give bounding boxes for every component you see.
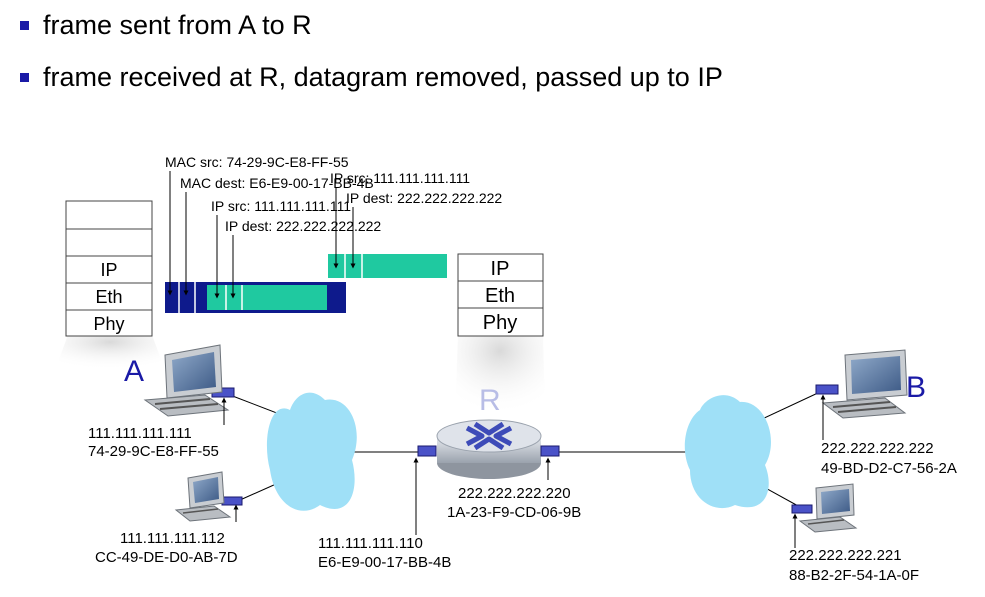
subnet-cloud-left xyxy=(266,392,357,511)
interface-b2 xyxy=(791,504,813,514)
computer-b2-icon xyxy=(798,483,858,533)
stack-a-layer-phy: Phy xyxy=(93,314,124,334)
bullet-marker-icon xyxy=(20,73,29,82)
stack-r-shadow xyxy=(455,335,545,415)
host-b-mac: 49-BD-D2-C7-56-2A xyxy=(821,460,957,477)
stack-r-layer-phy: Phy xyxy=(483,312,517,334)
datagram-ip-dest-label: IP dest: 222.222.222.222 xyxy=(346,190,502,206)
bullet-2: frame received at R, datagram removed, p… xyxy=(20,62,723,93)
frame-ip-dest-label: IP dest: 222.222.222.222 xyxy=(225,218,381,234)
host-b2-mac: 88-B2-2F-54-1A-0F xyxy=(789,567,919,584)
host-a-mac: 74-29-9C-E8-FF-55 xyxy=(88,443,219,460)
ethernet-frame xyxy=(165,282,346,313)
bullet-1: frame sent from A to R xyxy=(20,10,312,41)
computer-b-icon xyxy=(821,349,908,419)
bullet-text: frame sent from A to R xyxy=(43,10,312,40)
host-b-label: B xyxy=(906,371,926,404)
host-a2-mac: CC-49-DE-D0-AB-7D xyxy=(95,549,238,566)
router-icon xyxy=(436,419,542,479)
interface-b xyxy=(815,384,839,395)
host-b2-ip: 222.222.222.221 xyxy=(789,547,902,564)
computer-a-icon xyxy=(143,344,230,417)
datagram-ip-src-label: IP src: 111.111.111.111 xyxy=(330,170,470,186)
interface-r-right xyxy=(540,445,560,457)
interface-a2 xyxy=(221,496,243,506)
host-a-ip: 111.111.111.111 xyxy=(88,425,192,442)
frame-mac-src-label: MAC src: 74-29-9C-E8-FF-55 xyxy=(165,154,349,170)
frame-ip-src-label: IP src: 111.111.111.111 xyxy=(211,198,351,214)
stack-r-layer-ip: IP xyxy=(491,258,510,280)
stack-r-layer-eth: Eth xyxy=(485,285,515,307)
stack-a-layer-eth: Eth xyxy=(95,287,122,307)
stack-a-shadow xyxy=(55,335,165,370)
host-a-label: A xyxy=(124,355,144,388)
stack-a-layer-ip: IP xyxy=(100,260,117,280)
bullet-text: frame received at R, datagram removed, p… xyxy=(43,62,723,92)
ip-datagram xyxy=(328,254,447,278)
subnet-cloud-right xyxy=(684,395,771,509)
router-right-mac: 1A-23-F9-CD-06-9B xyxy=(447,504,581,521)
router-left-mac: E6-E9-00-17-BB-4B xyxy=(318,554,451,571)
router-right-ip: 222.222.222.220 xyxy=(458,485,571,502)
computer-a2-icon xyxy=(174,471,232,522)
router-left-ip: 111.111.111.110 xyxy=(318,535,423,552)
frame-mac-dest-label: MAC dest: E6-E9-00-17-BB-4B xyxy=(180,175,374,191)
protocol-stack-a: IP Eth Phy xyxy=(65,200,153,337)
host-a2-ip: 111.111.111.112 xyxy=(120,530,225,547)
link-cloud-b xyxy=(759,391,821,421)
router-label: R xyxy=(479,384,501,417)
interface-r-left xyxy=(417,445,437,457)
protocol-stack-r: IP Eth Phy xyxy=(457,253,544,337)
bullet-marker-icon xyxy=(20,21,29,30)
host-b-ip: 222.222.222.222 xyxy=(821,440,934,457)
